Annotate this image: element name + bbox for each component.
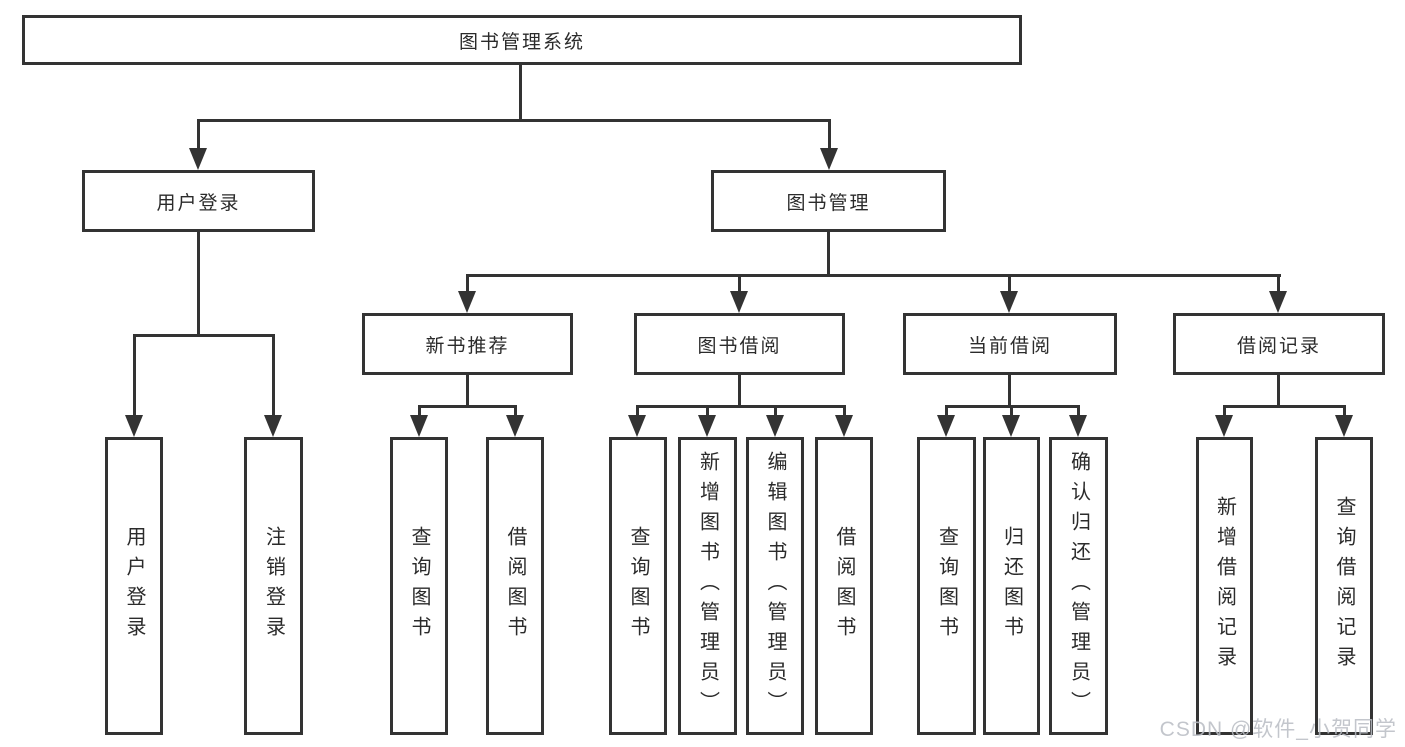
leaf-edit-book-admin-label: 编辑图书（管理员） xyxy=(764,451,786,721)
node-new-book-recommend-label: 新书推荐 xyxy=(425,335,510,357)
connector-recommend-drop-1 xyxy=(418,405,421,417)
leaf-borrow-borrow-book-label: 借阅图书 xyxy=(833,526,855,646)
connector-recommend-bar xyxy=(418,405,517,408)
leaf-confirm-return-admin: 确认归还（管理员） xyxy=(1049,437,1108,735)
leaf-current-query-book-label: 查询图书 xyxy=(935,526,958,646)
leaf-logout: 注销登录 xyxy=(244,437,303,735)
connector-records-drop-2 xyxy=(1343,405,1346,417)
leaf-user-login-label: 用户登录 xyxy=(123,526,145,646)
leaf-logout-label: 注销登录 xyxy=(262,526,285,646)
connector-book-mgmt-drop-4 xyxy=(1277,274,1280,293)
connector-current-drop-1 xyxy=(945,405,948,417)
connector-current-drop-3 xyxy=(1077,405,1080,417)
node-book-borrow-label: 图书借阅 xyxy=(697,335,782,357)
connector-borrow-bar xyxy=(636,405,846,408)
connector-user-login-drop-2 xyxy=(272,334,275,417)
leaf-recommend-borrow-book-label: 借阅图书 xyxy=(504,526,526,646)
arrow-down-icon xyxy=(1000,291,1018,313)
connector-records-drop-1 xyxy=(1223,405,1226,417)
leaf-add-borrow-record-label: 新增借阅记录 xyxy=(1213,496,1236,676)
connector-recommend-stem xyxy=(466,375,469,408)
connector-current-drop-2 xyxy=(1010,405,1013,417)
arrow-down-icon xyxy=(189,148,207,170)
connector-root-drop-left xyxy=(197,119,200,150)
node-book-management: 图书管理 xyxy=(711,170,946,232)
arrow-down-icon xyxy=(125,415,143,437)
connector-records-bar xyxy=(1223,405,1346,408)
arrow-down-icon xyxy=(264,415,282,437)
arrow-down-icon xyxy=(1069,415,1087,437)
connector-recommend-drop-2 xyxy=(514,405,517,417)
leaf-recommend-borrow-book: 借阅图书 xyxy=(486,437,544,735)
node-book-management-label: 图书管理 xyxy=(786,192,871,214)
connector-borrow-drop-3 xyxy=(774,405,777,417)
arrow-down-icon xyxy=(1269,291,1287,313)
node-borrow-records-label: 借阅记录 xyxy=(1236,335,1321,357)
leaf-borrow-query-book: 查询图书 xyxy=(609,437,667,735)
leaf-borrow-borrow-book: 借阅图书 xyxy=(815,437,873,735)
leaf-borrow-query-book-label: 查询图书 xyxy=(627,526,649,646)
node-book-borrow: 图书借阅 xyxy=(634,313,845,375)
connector-book-mgmt-stem xyxy=(827,232,830,277)
node-root: 图书管理系统 xyxy=(22,15,1022,65)
leaf-query-borrow-record: 查询借阅记录 xyxy=(1315,437,1373,735)
leaf-query-borrow-record-label: 查询借阅记录 xyxy=(1333,496,1355,676)
csdn-watermark: CSDN @软件_小贺同学 xyxy=(1159,718,1397,741)
connector-user-login-stem xyxy=(197,232,200,336)
node-root-label: 图书管理系统 xyxy=(458,31,585,53)
leaf-add-borrow-record: 新增借阅记录 xyxy=(1196,437,1253,735)
node-current-borrow: 当前借阅 xyxy=(903,313,1117,375)
connector-root-drop-right xyxy=(828,119,831,150)
arrow-down-icon xyxy=(766,415,784,437)
connector-root-bar xyxy=(197,119,831,122)
leaf-confirm-return-admin-label: 确认归还（管理员） xyxy=(1067,451,1090,721)
connector-borrow-drop-1 xyxy=(636,405,639,417)
leaf-edit-book-admin: 编辑图书（管理员） xyxy=(746,437,804,735)
arrow-down-icon xyxy=(458,291,476,313)
arrow-down-icon xyxy=(698,415,716,437)
node-user-login-label: 用户登录 xyxy=(156,192,241,214)
connector-user-login-drop-1 xyxy=(133,334,136,417)
connector-borrow-stem xyxy=(738,375,741,408)
leaf-recommend-query-book: 查询图书 xyxy=(390,437,448,735)
arrow-down-icon xyxy=(1215,415,1233,437)
arrow-down-icon xyxy=(506,415,524,437)
connector-records-stem xyxy=(1277,375,1280,408)
connector-book-mgmt-drop-3 xyxy=(1008,274,1011,293)
arrow-down-icon xyxy=(410,415,428,437)
connector-book-mgmt-drop-1 xyxy=(466,274,469,293)
leaf-add-book-admin-label: 新增图书（管理员） xyxy=(696,451,719,721)
arrow-down-icon xyxy=(628,415,646,437)
arrow-down-icon xyxy=(730,291,748,313)
arrow-down-icon xyxy=(835,415,853,437)
node-user-login: 用户登录 xyxy=(82,170,315,232)
leaf-user-login: 用户登录 xyxy=(105,437,163,735)
connector-current-stem xyxy=(1008,375,1011,408)
leaf-add-book-admin: 新增图书（管理员） xyxy=(678,437,737,735)
connector-borrow-drop-4 xyxy=(843,405,846,417)
arrow-down-icon xyxy=(1335,415,1353,437)
arrow-down-icon xyxy=(937,415,955,437)
node-new-book-recommend: 新书推荐 xyxy=(362,313,573,375)
connector-book-mgmt-bar xyxy=(466,274,1281,277)
leaf-return-book-label: 归还图书 xyxy=(1000,526,1023,646)
leaf-recommend-query-book-label: 查询图书 xyxy=(408,526,430,646)
node-borrow-records: 借阅记录 xyxy=(1173,313,1385,375)
node-current-borrow-label: 当前借阅 xyxy=(967,335,1052,357)
arrow-down-icon xyxy=(820,148,838,170)
connector-root-stem xyxy=(519,65,522,122)
leaf-return-book: 归还图书 xyxy=(983,437,1040,735)
leaf-current-query-book: 查询图书 xyxy=(917,437,976,735)
arrow-down-icon xyxy=(1002,415,1020,437)
connector-book-mgmt-drop-2 xyxy=(738,274,741,293)
connector-user-login-bar xyxy=(133,334,275,337)
connector-borrow-drop-2 xyxy=(706,405,709,417)
